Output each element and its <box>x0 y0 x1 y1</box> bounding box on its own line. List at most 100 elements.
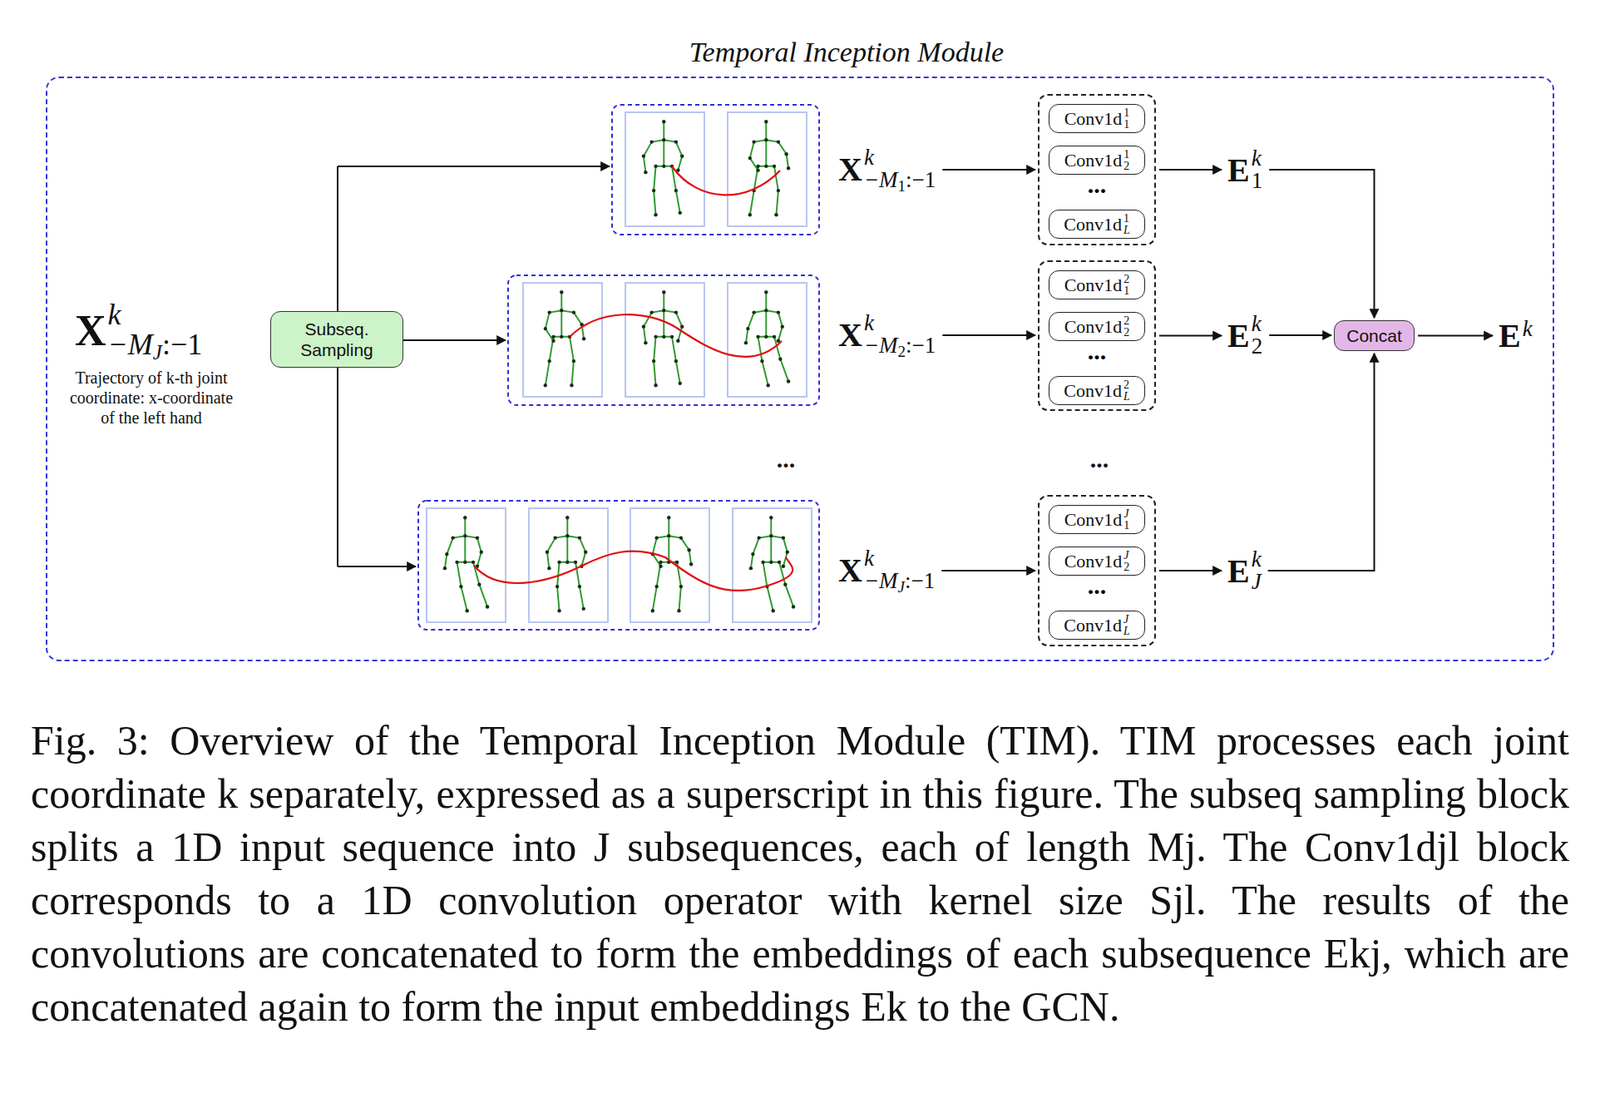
conv-label: Conv1d22 <box>1064 315 1131 339</box>
math-base: Conv1d <box>1064 107 1123 129</box>
math-script: 2L <box>1123 379 1131 403</box>
skeleton-figure <box>443 515 490 613</box>
skeleton-figure <box>749 515 796 613</box>
math-subscript: 2 <box>1123 560 1130 573</box>
conv-label: Conv1d21 <box>1064 273 1131 297</box>
math-base: Conv1d <box>1063 212 1122 234</box>
pose-frame <box>630 508 710 623</box>
embedding-label: Ek <box>1495 316 1536 356</box>
math-base: E <box>1227 316 1250 355</box>
math-subscript: −M <box>108 327 154 361</box>
process-box: Subseq. Sampling <box>270 311 404 368</box>
conv-label: Conv1d12 <box>1064 148 1131 173</box>
math-base: X <box>74 306 107 355</box>
math-base: E <box>1227 552 1250 590</box>
math-base: E <box>1227 151 1250 189</box>
embedding-label: Ek1 <box>1224 147 1266 193</box>
math-script: k−M1:−1 <box>864 146 936 194</box>
math-line: Xk−MJ:−1 <box>68 299 235 363</box>
embedding-label: EkJ <box>1224 548 1265 593</box>
math-superscript: J <box>1123 613 1131 626</box>
math-script: k2 <box>1251 312 1264 358</box>
math-base: Conv1d <box>1064 148 1123 170</box>
process-box: Concat <box>1333 320 1415 351</box>
conv-label: Conv1dJL <box>1063 613 1130 638</box>
box-text: Concat <box>1346 325 1403 346</box>
math-base: X <box>838 150 863 188</box>
math-subscript-line: L <box>1123 625 1131 638</box>
pose-frame <box>625 282 705 397</box>
math-subscript: 2 <box>1251 333 1264 359</box>
math-superscript: 2 <box>1123 273 1130 286</box>
ellipsis: ... <box>1090 446 1110 472</box>
sampling-arrow <box>337 565 416 568</box>
trajectory-curve <box>671 166 781 195</box>
ellipsis: ... <box>1039 572 1155 598</box>
math-superscript: k <box>108 299 203 330</box>
math-superscript: k <box>1522 317 1533 341</box>
math-script: 1L <box>1123 212 1131 237</box>
conv-block: Conv1d2L <box>1048 375 1146 405</box>
math-subscript: L <box>1123 624 1131 638</box>
math-subscript-line: −MJ:−1 <box>108 329 203 363</box>
conv-label: Conv1dJ2 <box>1064 549 1131 573</box>
subsequence-frame <box>612 104 820 235</box>
math-subscript-line: J <box>1251 570 1262 593</box>
subsequence-frame <box>508 275 820 405</box>
math-superscript: k <box>1251 312 1264 336</box>
math-subscript: 1 <box>1123 118 1130 131</box>
math-subscript: J <box>1251 568 1262 594</box>
input-description: Trajectory of k-th joint coordinate: x-c… <box>68 367 235 428</box>
pose-frame <box>727 282 807 397</box>
math-script: 11 <box>1123 107 1130 131</box>
math-subscript: :−1 <box>905 167 936 193</box>
math-script: k−MJ:−1 <box>864 547 935 595</box>
conv-block: Conv1dJL <box>1048 610 1146 640</box>
math-subscript-line: −M2:−1 <box>864 334 936 360</box>
skeleton-figure <box>651 515 694 613</box>
box-text: Subseq. Sampling <box>286 318 388 361</box>
arrow-connector <box>1268 353 1375 571</box>
arrow-connector <box>1417 335 1493 337</box>
math-subscript-line: 2 <box>1123 326 1130 339</box>
module-title: Temporal Inception Module <box>689 36 1004 69</box>
math-base: Conv1d <box>1063 379 1122 400</box>
math-subscript-line: 2 <box>1123 160 1130 173</box>
math-script: 22 <box>1123 315 1130 339</box>
sampling-wire <box>336 166 339 312</box>
math-subscript-line: L <box>1123 224 1131 237</box>
trajectory-curve <box>474 551 793 592</box>
math-subscript-line: −M1:−1 <box>864 168 936 194</box>
arrow-connector <box>1269 169 1374 318</box>
ellipsis: ... <box>776 446 796 472</box>
pose-frame <box>523 282 603 397</box>
pose-frame <box>426 508 506 623</box>
math-base: E <box>1498 316 1521 355</box>
math-subscript: :−1 <box>905 332 936 358</box>
skeleton-figure <box>744 290 791 387</box>
sampling-arrow <box>337 165 610 168</box>
math-script: 21 <box>1123 273 1130 297</box>
arrow-connector <box>1269 334 1332 336</box>
math-subscript: :−1 <box>904 567 935 593</box>
math-subscript: :−1 <box>162 327 203 361</box>
math-superscript: 2 <box>1123 379 1131 391</box>
math-subscript: 1 <box>1251 167 1264 193</box>
skeleton-figure <box>543 290 587 387</box>
pose-frame <box>732 508 812 623</box>
subsequence-label: Xk−M2:−1 <box>834 311 939 360</box>
math-subscript: −M <box>864 332 899 358</box>
math-script: J2 <box>1123 549 1130 573</box>
math-subscript: 1 <box>1123 284 1130 297</box>
math-subsubscript: 2 <box>898 341 907 360</box>
math-base: X <box>838 316 863 354</box>
math-script: JL <box>1123 613 1131 638</box>
conv-block: Conv1dJ2 <box>1048 546 1146 576</box>
figure-caption: Fig. 3: Overview of the Temporal Incepti… <box>30 713 1570 1033</box>
math-subscript: L <box>1123 223 1131 237</box>
subsequence-label: Xk−M1:−1 <box>834 146 939 194</box>
skeleton-figure <box>748 119 791 217</box>
conv-label: Conv1d11 <box>1064 107 1131 131</box>
math-subscript-line: −MJ:−1 <box>864 569 935 595</box>
